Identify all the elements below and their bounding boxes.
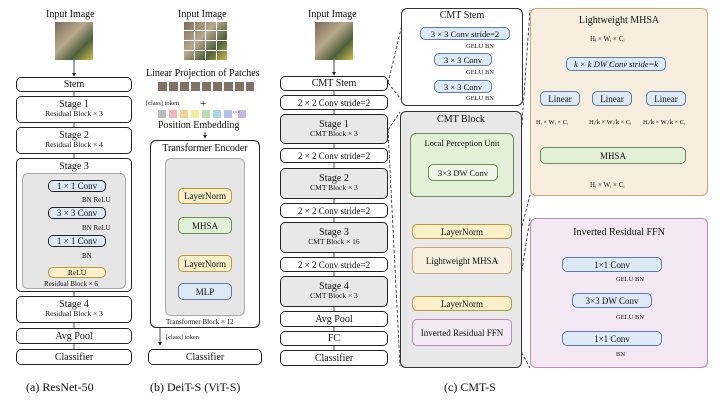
block-detail-title: CMT Block <box>437 114 485 125</box>
cmt-stage1-sub: CMT Block × 3 <box>310 129 358 138</box>
lmhsa-dwconv: k × k DW Conv stride=k <box>566 57 666 71</box>
ffn-detail-title: Inverted Residual FFN <box>573 227 665 238</box>
cmt-downsample-2: 2 × 2 Conv stride=2 <box>280 148 388 163</box>
resnet-bn: BN <box>82 252 92 260</box>
resnet-stage1-title: Stage 1 <box>59 99 89 110</box>
ffn-conv1x1-b: 1×1 Conv <box>562 331 662 346</box>
cmt-downsample-1: 2 × 2 Conv stride=2 <box>280 95 388 110</box>
cmt-stage3: Stage 3 CMT Block × 16 <box>280 222 388 253</box>
resnet-conv3x3: 3 × 3 Conv <box>48 207 106 219</box>
cmt-stage4-title: Stage 4 <box>319 281 349 292</box>
cmt-downsample-4: 2 × 2 Conv stride=2 <box>280 257 388 272</box>
stem-gelubn-1: GELU BN <box>466 43 494 50</box>
deit-encoder-title: Transformer Encoder <box>162 143 248 154</box>
lmhsa-dim-v: Hᵢ/k × Wᵢ/k × Cᵢ <box>643 119 686 126</box>
resnet-stage2: Stage 2 Residual Block × 4 <box>16 127 132 154</box>
resnet-stage4-title: Stage 4 <box>59 299 89 310</box>
cmt-classifier: Classifier <box>280 350 388 366</box>
deit-layernorm-1: LayerNorm <box>178 188 232 204</box>
lmhsa-output-dim: Hᵢ × Wᵢ × Cᵢ <box>590 181 625 189</box>
deit-classifier: Classifier <box>148 349 262 365</box>
cmt-stem: CMT Stem <box>280 76 388 91</box>
resnet-input-label: Input Image <box>46 9 95 20</box>
deit-dots: ··· <box>232 108 240 117</box>
cmt-stage1-title: Stage 1 <box>319 119 349 130</box>
resnet-stage2-title: Stage 2 <box>59 130 89 141</box>
resnet-stage2-sub: Residual Block × 4 <box>45 140 103 149</box>
cmt-stage4-sub: CMT Block × 3 <box>310 291 358 300</box>
stem-gelubn-3: GELU BN <box>466 95 494 102</box>
deit-plus: + <box>200 98 207 110</box>
lmhsa-linear-q: Linear <box>540 91 580 106</box>
deit-mlp: MLP <box>178 283 232 300</box>
lmhsa-mhsa: MHSA <box>540 147 686 164</box>
resnet-stage4-sub: Residual Block × 3 <box>45 309 103 318</box>
resnet-stage3-sub: Residual Block × 6 <box>44 280 98 288</box>
cmt-downsample-3: 2 × 2 Conv stride=2 <box>280 203 388 218</box>
cmt-input-label: Input Image <box>308 9 357 20</box>
resnet-conv1x1-b: 1 × 1 Conv <box>48 235 106 247</box>
lpu-title: Local Perception Unit <box>424 138 500 148</box>
lmhsa-linear-v: Linear <box>646 91 686 106</box>
deit-block-sub: Transformer Block × 12 <box>166 318 234 326</box>
cmt-stage3-sub: CMT Block × 16 <box>308 237 360 246</box>
deit-class-token-out: [class] token <box>166 334 200 341</box>
resnet-stage1: Stage 1 Residual Block × 3 <box>16 96 132 123</box>
resnet-stem: Stem <box>16 77 132 92</box>
resnet-stage1-sub: Residual Block × 3 <box>45 109 103 118</box>
cmt-fc: FC <box>280 331 388 346</box>
block-irffn: Inverted Residual FFN <box>412 319 512 346</box>
resnet-stage3-title: Stage 3 <box>59 161 89 172</box>
resnet-avgpool: Avg Pool <box>16 328 132 344</box>
lmhsa-dim-k: Hᵢ/k × Wᵢ/k × Cᵢ <box>589 119 632 126</box>
deit-mhsa: MHSA <box>178 217 232 234</box>
cmt-avgpool: Avg Pool <box>280 311 388 327</box>
deit-layernorm-2: LayerNorm <box>178 255 232 272</box>
block-layernorm-1: LayerNorm <box>412 224 512 239</box>
cmt-stage2-title: Stage 2 <box>319 173 349 184</box>
cmt-caption: (c) CMT-S <box>444 380 496 394</box>
cmt-stage2: Stage 2 CMT Block × 3 <box>280 168 388 199</box>
deit-patch-strip <box>158 82 254 91</box>
deit-pos-embed: Position Embedding <box>158 120 240 131</box>
cmt-stage1: Stage 1 CMT Block × 3 <box>280 114 388 144</box>
cmt-stage3-title: Stage 3 <box>319 227 349 238</box>
stem-conv-stride2: 3 × 3 Conv stride=2 <box>420 27 510 40</box>
ffn-gelubn-1: GELU BN <box>616 276 644 283</box>
ffn-conv1x1-a: 1×1 Conv <box>562 257 662 272</box>
deit-class-token: [class] token <box>146 100 180 107</box>
lmhsa-input-dim: Hᵢ × Wᵢ × Cᵢ <box>590 35 625 43</box>
block-lmhsa: Lightweight MHSA <box>412 247 512 274</box>
resnet-classifier: Classifier <box>16 349 132 365</box>
resnet-input-image <box>55 22 93 60</box>
resnet-bnrelu-1: BN ReLU <box>82 196 111 204</box>
cmt-stage2-sub: CMT Block × 3 <box>310 183 358 192</box>
stem-conv3x3-a: 3 × 3 Conv <box>434 53 492 66</box>
block-layernorm-2: LayerNorm <box>412 296 512 311</box>
lpu-dwconv: 3×3 DW Conv <box>428 164 498 181</box>
cmt-stage4: Stage 4 CMT Block × 3 <box>280 276 388 307</box>
deit-patch-grid <box>184 22 228 60</box>
stem-conv3x3-b: 3 × 3 Conv <box>434 80 492 93</box>
resnet-caption: (a) ResNet-50 <box>26 380 94 394</box>
lmhsa-detail-title: Lightweight MHSA <box>578 15 660 26</box>
deit-input-label: Input Image <box>178 9 227 20</box>
resnet-conv1x1-a: 1 × 1 Conv <box>48 180 106 192</box>
deit-caption: (b) DeiT-S (ViT-S) <box>150 380 241 394</box>
deit-embed-strip <box>158 110 246 118</box>
stem-gelubn-2: GELU BN <box>466 69 494 76</box>
ffn-gelubn-2: GELU BN <box>616 314 644 321</box>
resnet-stage4: Stage 4 Residual Block × 3 <box>16 296 132 323</box>
resnet-relu: ReLU <box>48 267 106 278</box>
lmhsa-linear-k: Linear <box>592 91 632 106</box>
resnet-bnrelu-2: BN ReLU <box>82 224 111 232</box>
lmhsa-dim-q: Hᵢ × Wᵢ × Cᵢ <box>536 119 569 126</box>
ffn-dwconv: 3×3 DW Conv <box>572 293 652 308</box>
cmt-input-image <box>315 22 353 60</box>
stem-detail-title: CMT Stem <box>439 10 485 21</box>
ffn-bn: BN <box>616 351 626 358</box>
deit-projection: Linear Projection of Patches <box>146 68 260 79</box>
